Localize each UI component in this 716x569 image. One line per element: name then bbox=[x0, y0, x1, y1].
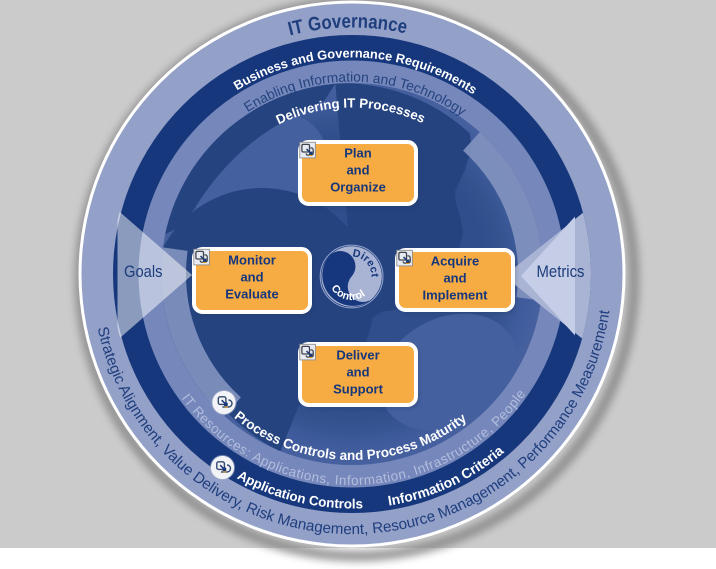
svg-text:and: and bbox=[346, 163, 369, 178]
svg-text:Plan: Plan bbox=[344, 146, 372, 161]
svg-text:Implement: Implement bbox=[422, 288, 488, 303]
svg-text:Organize: Organize bbox=[330, 180, 386, 195]
svg-text:Support: Support bbox=[333, 382, 383, 397]
svg-text:Deliver: Deliver bbox=[336, 348, 379, 363]
svg-text:Goals: Goals bbox=[124, 263, 163, 281]
svg-text:and: and bbox=[240, 270, 263, 285]
svg-text:Acquire: Acquire bbox=[431, 254, 479, 269]
svg-text:Evaluate: Evaluate bbox=[225, 287, 278, 302]
svg-text:Monitor: Monitor bbox=[228, 253, 276, 268]
svg-text:and: and bbox=[443, 271, 466, 286]
svg-text:Metrics: Metrics bbox=[537, 263, 585, 281]
svg-text:and: and bbox=[346, 365, 369, 380]
